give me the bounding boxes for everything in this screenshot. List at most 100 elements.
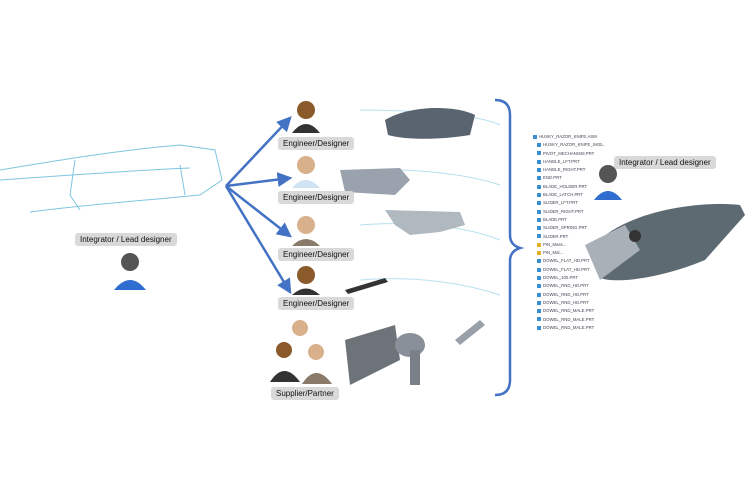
file-icon bbox=[537, 259, 541, 264]
integrator-label-left: Integrator / Lead designer bbox=[75, 233, 177, 246]
parts bbox=[340, 108, 485, 385]
file-tree-item[interactable]: PIN_Mal... bbox=[533, 249, 605, 257]
role-label-supplier: Supplier/Partner bbox=[271, 387, 339, 400]
file-tree-item[interactable]: HANDLE_RIGHT.PRT bbox=[533, 166, 605, 174]
file-tree-item[interactable]: BLADE.PRT bbox=[533, 216, 605, 224]
saw-blade-part bbox=[345, 325, 400, 385]
person-icon-engineer-2 bbox=[292, 156, 320, 188]
file-icon bbox=[537, 176, 541, 181]
file-name: HANDLE_RIGHT.PRT bbox=[543, 167, 586, 173]
file-icon bbox=[537, 325, 541, 330]
file-name: DOWEL_100.PRT bbox=[543, 275, 579, 281]
file-name: BLADE.PRT bbox=[543, 216, 567, 222]
file-tree-item[interactable]: SLIDER_RIGHT.PRT bbox=[533, 208, 605, 216]
role-label-engineer-4: Engineer/Designer bbox=[278, 297, 355, 310]
file-name: DOWEL_RND_MALE.PRT bbox=[543, 324, 595, 330]
file-icon bbox=[537, 251, 541, 256]
file-name: DOWEL_FLAT_HD.PRT bbox=[543, 266, 590, 272]
file-name: DOWEL_RND_HD.PRT bbox=[543, 299, 589, 305]
handle-part bbox=[385, 108, 475, 139]
file-tree-item[interactable]: PIVOT_MECHANISM.PRT bbox=[533, 150, 605, 158]
file-name: HUSKY_RAZOR_KNIFE.ASM bbox=[539, 134, 597, 139]
file-icon bbox=[537, 234, 541, 239]
file-name: PIN_Mass... bbox=[543, 241, 567, 247]
file-name: HUSKY_RAZOR_KNIFE_SKEL.PRT bbox=[543, 142, 605, 148]
file-icon bbox=[537, 284, 541, 289]
role-label-engineer-1: Engineer/Designer bbox=[278, 137, 355, 150]
file-name: END.PRT bbox=[543, 175, 562, 181]
file-name: DOWEL_FLAT_HD.PRT bbox=[543, 258, 590, 264]
file-name: PIVOT_MECHANISM.PRT bbox=[543, 150, 595, 156]
file-icon bbox=[537, 151, 541, 156]
file-tree-item[interactable]: PIN_Mass... bbox=[533, 241, 605, 249]
file-icon bbox=[537, 317, 541, 322]
file-tree-item[interactable]: DOWEL_RND_HD.PRT bbox=[533, 299, 605, 307]
person-icon-engineer-4 bbox=[292, 266, 320, 295]
file-name: SLIDER_SPRING.PRT bbox=[543, 225, 588, 231]
file-tree-item[interactable]: SLIDER_SPRING.PRT bbox=[533, 224, 605, 232]
arrows bbox=[224, 116, 293, 295]
file-icon bbox=[537, 226, 541, 231]
file-tree-item[interactable]: BLADE_HOLDER.PRT bbox=[533, 183, 605, 191]
dowel-part bbox=[410, 350, 420, 385]
file-tree-item[interactable]: END.PRT bbox=[533, 174, 605, 182]
file-name: SLIDER_RIGHT.PRT bbox=[543, 208, 584, 214]
file-icon bbox=[537, 267, 541, 272]
file-tree-item[interactable]: DOWEL_RND_MALE.PRT bbox=[533, 316, 605, 324]
brace bbox=[494, 98, 525, 397]
file-icon bbox=[537, 275, 541, 280]
assembly-file-tree: HUSKY_RAZOR_KNIFE.ASM HUSKY_RAZOR_KNIFE_S… bbox=[533, 133, 605, 332]
file-icon bbox=[537, 143, 541, 148]
file-tree-item[interactable]: HANDLE_LFT.PRT bbox=[533, 158, 605, 166]
file-tree-item[interactable]: SLIDER_LFT.PRT bbox=[533, 199, 605, 207]
file-name: DOWEL_RND_MALE.PRT bbox=[543, 316, 595, 322]
knife-sketch bbox=[0, 144, 223, 213]
file-tree-item[interactable]: HUSKY_RAZOR_KNIFE.ASM bbox=[533, 133, 605, 141]
person-icon-engineer-3 bbox=[292, 216, 320, 246]
blade-holder-part bbox=[340, 168, 410, 195]
file-name: BLADE_HOLDER.PRT bbox=[543, 183, 588, 189]
file-tree-item[interactable]: DOWEL_FLAT_HD.PRT bbox=[533, 266, 605, 274]
file-tree-item[interactable]: HUSKY_RAZOR_KNIFE_SKEL.PRT bbox=[533, 141, 605, 149]
slider-part bbox=[385, 210, 465, 235]
file-icon bbox=[533, 134, 537, 139]
file-icon bbox=[537, 168, 541, 173]
file-name: SLIDER_LFT.PRT bbox=[543, 200, 578, 206]
role-label-engineer-3: Engineer/Designer bbox=[278, 248, 355, 261]
file-name: SLIDER.PRT bbox=[543, 233, 569, 239]
file-name: DOWEL_RND_HD.PRT bbox=[543, 283, 589, 289]
file-name: PIN_Mal... bbox=[543, 250, 564, 256]
file-icon bbox=[537, 201, 541, 206]
file-icon bbox=[537, 209, 541, 214]
person-icon-supplier-group bbox=[270, 320, 332, 384]
file-name: HANDLE_LFT.PRT bbox=[543, 158, 580, 164]
assembled-knife bbox=[585, 204, 745, 281]
file-tree-item[interactable]: DOWEL_FLAT_HD.PRT bbox=[533, 257, 605, 265]
file-icon bbox=[537, 300, 541, 305]
person-icon-engineer-1 bbox=[292, 101, 320, 133]
file-tree-item[interactable]: DOWEL_RND_MALE.PRT bbox=[533, 307, 605, 315]
file-tree-item[interactable]: DOWEL_RND_HD.PRT bbox=[533, 291, 605, 299]
spring-part bbox=[455, 320, 485, 345]
integrator-label-right: Integrator / Lead designer bbox=[614, 156, 716, 169]
file-name: DOWEL_RND_HD.PRT bbox=[543, 291, 589, 297]
person-icon-lead-left bbox=[114, 253, 146, 290]
file-icon bbox=[537, 192, 541, 197]
file-icon bbox=[537, 159, 541, 164]
file-tree-item[interactable]: DOWEL_RND_MALE.PRT bbox=[533, 324, 605, 332]
file-icon bbox=[537, 184, 541, 189]
file-name: DOWEL_RND_MALE.PRT bbox=[543, 308, 595, 314]
file-tree-item[interactable]: DOWEL_RND_HD.PRT bbox=[533, 282, 605, 290]
file-icon bbox=[537, 217, 541, 222]
file-tree-item[interactable]: DOWEL_100.PRT bbox=[533, 274, 605, 282]
file-tree-item[interactable]: SLIDER.PRT bbox=[533, 233, 605, 241]
file-name: BLADE_LATCH.PRT bbox=[543, 192, 583, 198]
file-tree-item[interactable]: BLADE_LATCH.PRT bbox=[533, 191, 605, 199]
file-icon bbox=[537, 242, 541, 247]
file-icon bbox=[537, 292, 541, 297]
blade-part bbox=[345, 278, 388, 294]
file-icon bbox=[537, 309, 541, 314]
